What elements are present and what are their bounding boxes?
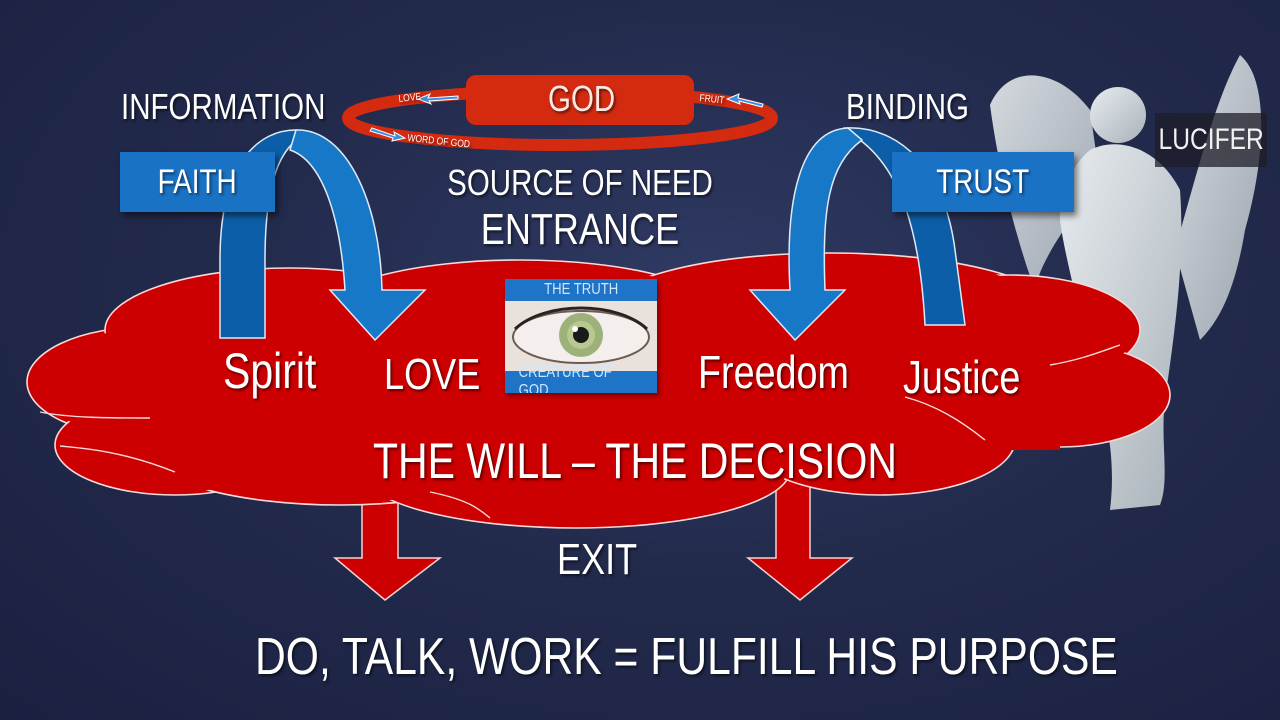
eye-card-bottom-band: CREATURE OF GOD <box>505 364 657 393</box>
fulfill-purpose-label: DO, TALK, WORK = FULFILL HIS PURPOSE <box>255 628 1118 686</box>
will-decision-label: THE WILL – THE DECISION <box>373 433 897 489</box>
spirit-label: Spirit <box>223 343 317 399</box>
truth-eye-card: THE TRUTH CREATURE OF GOD <box>505 279 657 393</box>
faith-label: FAITH <box>157 162 238 201</box>
eye-image <box>512 306 650 364</box>
justice-label: Justice <box>903 351 1021 403</box>
exit-arrow-right <box>745 479 855 601</box>
lucifer-tag: LUCIFER <box>1155 113 1267 167</box>
arrow-right-icon <box>369 127 407 142</box>
eye-card-top-band: THE TRUTH <box>505 279 657 301</box>
arrow-left-icon <box>416 93 459 106</box>
trust-arch-down-arrow <box>748 127 864 342</box>
lucifer-label: LUCIFER <box>1158 123 1264 156</box>
arrow-left-icon <box>725 93 764 108</box>
freedom-label: Freedom <box>698 346 849 398</box>
entrance-label: ENTRANCE <box>480 205 680 254</box>
creature-of-god-label: CREATURE OF GOD <box>518 364 612 393</box>
faith-box: FAITH <box>120 152 275 212</box>
trust-box: TRUST <box>892 152 1074 212</box>
god-label: GOD <box>548 78 616 119</box>
source-of-need-label: SOURCE OF NEED <box>447 162 713 203</box>
love-label: LOVE <box>384 350 481 399</box>
binding-label: BINDING <box>846 86 970 127</box>
the-truth-label: THE TRUTH <box>543 281 619 298</box>
god-box <box>466 75 694 125</box>
information-label: INFORMATION <box>121 86 326 127</box>
trust-label: TRUST <box>936 162 1030 201</box>
exit-label: EXIT <box>557 535 638 584</box>
faith-arch-down-arrow <box>289 129 427 342</box>
